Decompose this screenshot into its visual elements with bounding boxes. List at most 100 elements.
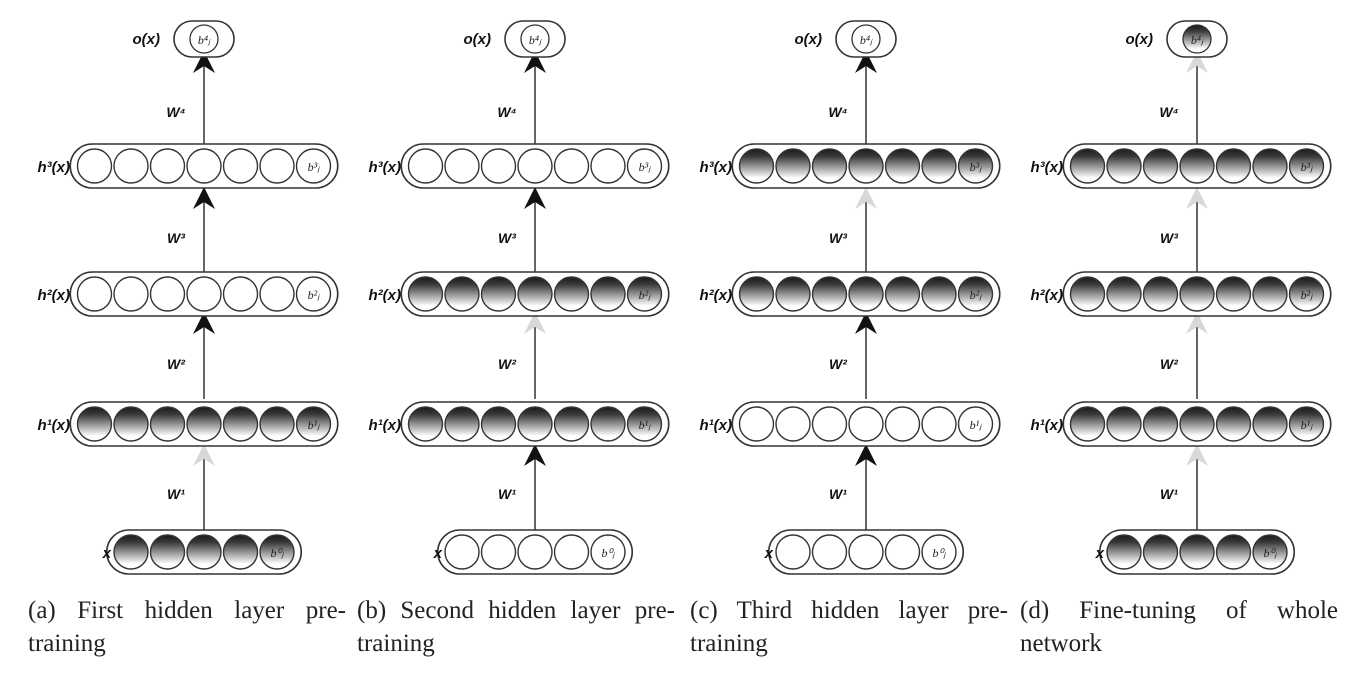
hidden-layer-3-neuron (590, 148, 626, 184)
output-bias-node (189, 24, 219, 54)
arrow-1 (524, 444, 546, 530)
arrow-2 (193, 312, 215, 399)
arrow-3-head (193, 187, 215, 209)
arrow-3 (1186, 187, 1208, 274)
weight-label-w2: W² (829, 356, 847, 372)
hidden-layer-3-bias-label: b³ⱼ (970, 160, 983, 174)
hidden-layer-1-neuron (222, 406, 259, 442)
hidden-layer-1-neuron (480, 406, 517, 442)
hidden-layer-2-bias-label: b²ⱼ (639, 288, 652, 302)
hidden-layer-3-neuron (553, 148, 590, 184)
hidden-layer-2-neuron (1179, 276, 1215, 312)
hidden-layer-1-bias-node (1288, 406, 1325, 442)
hidden-layer-3-bias-node (957, 148, 994, 184)
hidden-layer-3-neuron (259, 148, 295, 184)
hidden-layer-3-neuron (149, 148, 186, 184)
hidden-layer-2-neuron (884, 276, 921, 312)
hidden-layer-2: b²ⱼ (69, 271, 339, 317)
hidden-layer-3-neuron (113, 148, 149, 184)
hidden-layer-3-neuron (222, 148, 259, 184)
hidden-layer-1-neuron (811, 406, 848, 442)
hidden-layer-2-neuron (1252, 276, 1288, 312)
output-bias-label: b⁴ⱼ (1191, 33, 1204, 47)
input-layer-neuron (222, 534, 259, 570)
hidden-layer-1-neuron (113, 406, 149, 442)
arrow-2-head (855, 312, 877, 334)
hidden-layer-2-neuron (76, 276, 113, 312)
hidden-layer-2-neuron (848, 276, 884, 312)
hidden-layer-1-bias-label: b¹ⱼ (308, 418, 321, 432)
arrow-4 (855, 51, 877, 148)
hidden-layer-1-neuron (1252, 406, 1288, 442)
hidden-layer-1-neuron (884, 406, 921, 442)
hidden-layer-1-neuron (1215, 406, 1252, 442)
input-layer-neuron (444, 534, 480, 570)
panel-a: W⁴W³W²W¹b⁴ⱼo(x)b³ⱼh³(x)b²ⱼh²(x)b¹ⱼh¹(x)b… (38, 20, 339, 575)
hidden-layer-2-bias-node (626, 276, 663, 312)
output-node: b⁴ⱼ (1166, 20, 1228, 58)
hidden-layer-2-neuron (480, 276, 517, 312)
arrow-1-head (855, 444, 877, 466)
arrow-3-head (1186, 187, 1208, 209)
input-layer-bias-label: b⁰ⱼ (602, 546, 616, 560)
hidden-layer-2-neuron (113, 276, 149, 312)
hidden-layer-3-neuron (1215, 148, 1252, 184)
hidden-layer-2-neuron (444, 276, 480, 312)
weight-label-w2: W² (1160, 356, 1178, 372)
input-layer-neuron (149, 534, 186, 570)
hidden-layer-2-bias-node (957, 276, 994, 312)
hidden-layer-2-neuron (186, 276, 222, 312)
hidden-layer-3-neuron (407, 148, 444, 184)
hidden-layer-3-bias-label: b³ⱼ (639, 160, 652, 174)
hidden-layer-label-2: h²(x) (369, 287, 402, 304)
hidden-layer-1-bias-node (295, 406, 332, 442)
arrow-4 (524, 51, 546, 148)
hidden-layer-1-neuron (1142, 406, 1179, 442)
weight-label-w3: W³ (167, 230, 185, 246)
arrow-2 (524, 312, 546, 399)
panel-d: W⁴W³W²W¹b⁴ⱼo(x)b³ⱼh³(x)b²ⱼh²(x)b¹ⱼh¹(x)b… (1031, 20, 1332, 575)
arrow-1 (1186, 444, 1208, 530)
hidden-layer-2-neuron (775, 276, 811, 312)
input-layer-neuron (1179, 534, 1215, 570)
arrow-1-head (193, 444, 215, 466)
arrow-1-head (524, 444, 546, 466)
hidden-layer-label-1: h¹(x) (369, 417, 402, 434)
hidden-layer-3: b³ⱼ (400, 143, 670, 189)
input-label: x (102, 545, 112, 562)
arrow-3-head (524, 187, 546, 209)
hidden-layer-label-2: h²(x) (38, 287, 71, 304)
hidden-layer-1-neuron (848, 406, 884, 442)
hidden-layer-1-bias-label: b¹ⱼ (639, 418, 652, 432)
input-layer-neuron (1142, 534, 1179, 570)
hidden-layer-2-neuron (590, 276, 626, 312)
arrow-2 (855, 312, 877, 399)
arrow-4-head (1186, 51, 1208, 73)
output-bias-node (851, 24, 881, 54)
input-layer-neuron (553, 534, 590, 570)
hidden-layer-3-neuron (517, 148, 553, 184)
input-label: x (1095, 545, 1105, 562)
caption-c: (c) Third hidden layer pre-training (690, 597, 1008, 657)
hidden-layer-1-bias-label: b¹ⱼ (1301, 418, 1314, 432)
input-layer-bias-label: b⁰ⱼ (271, 546, 285, 560)
input-layer-neuron (811, 534, 848, 570)
hidden-layer-1-neuron (1106, 406, 1142, 442)
weight-label-w1: W¹ (167, 486, 185, 502)
hidden-layer-3-neuron (1252, 148, 1288, 184)
hidden-layer-1-neuron (186, 406, 222, 442)
hidden-layer-3-neuron (76, 148, 113, 184)
hidden-layer-2: b²ⱼ (400, 271, 670, 317)
output-node: b⁴ⱼ (835, 20, 897, 58)
output-bias-label: b⁴ⱼ (198, 33, 211, 47)
hidden-layer-3-bias-node (1288, 148, 1325, 184)
hidden-layer-2-neuron (1069, 276, 1106, 312)
hidden-layer-1-neuron (76, 406, 113, 442)
hidden-layer-label-1: h¹(x) (700, 417, 733, 434)
hidden-layer-3-neuron (884, 148, 921, 184)
hidden-layer-2: b²ⱼ (1062, 271, 1332, 317)
output-label: o(x) (795, 31, 823, 48)
caption-a: (a) First hidden layer pre-training (28, 597, 346, 657)
arrow-4-head (855, 51, 877, 73)
hidden-layer-1: b¹ⱼ (1062, 401, 1332, 447)
